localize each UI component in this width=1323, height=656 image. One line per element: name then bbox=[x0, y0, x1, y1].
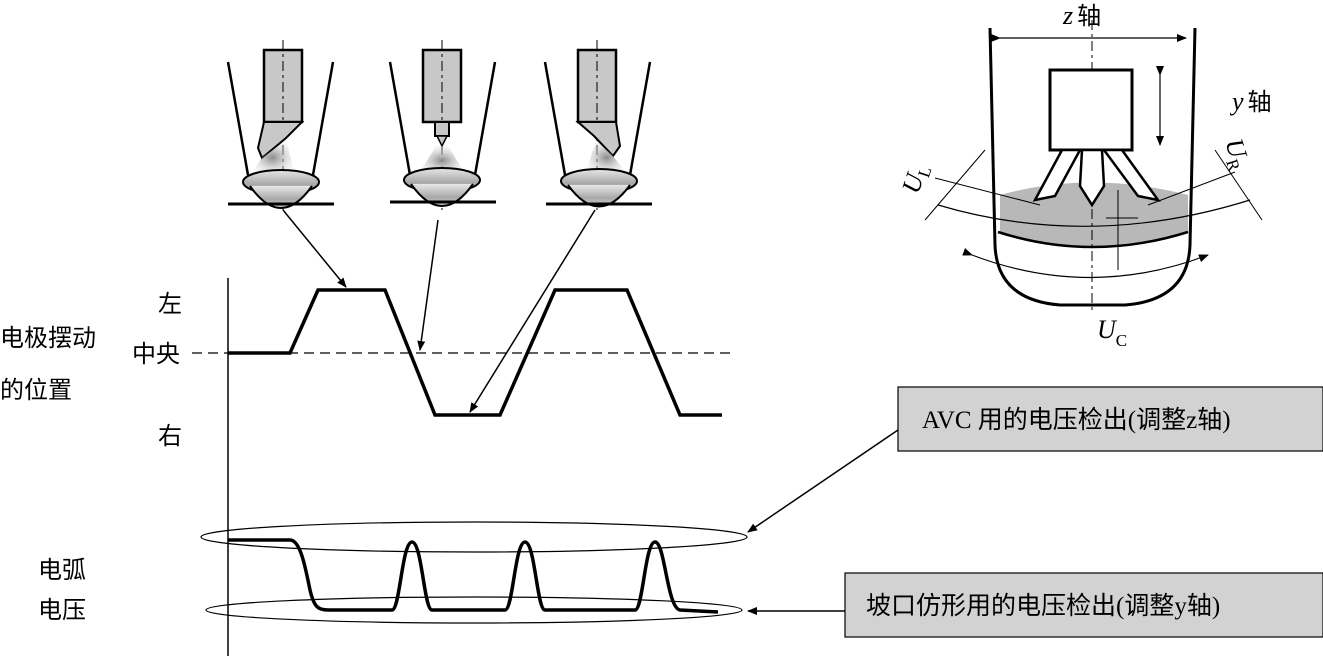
svg-text:UL: UL bbox=[896, 160, 935, 198]
avc-callout-box bbox=[897, 386, 1323, 452]
avc-callout-text: AVC 用的电压检出(调整z轴) bbox=[922, 406, 1231, 434]
position-axis-label-line1: 电极摆动 bbox=[0, 324, 96, 352]
groove-section-schematic bbox=[924, 20, 1263, 310]
position-axis-label-line2: 的位置 bbox=[0, 376, 72, 404]
tick-left: 左 bbox=[158, 290, 182, 318]
tick-right: 右 bbox=[158, 422, 182, 450]
voltage-axis-label-line2: 电压 bbox=[38, 596, 86, 624]
uc-label: UC bbox=[1097, 315, 1127, 350]
ur-label: UR bbox=[1216, 135, 1256, 174]
leader-arrow-left bbox=[282, 209, 347, 288]
avc-callout-arrow bbox=[747, 429, 899, 533]
ul-label: UL bbox=[896, 160, 935, 198]
avc-detect-ellipse bbox=[200, 521, 748, 553]
torch-right bbox=[543, 40, 652, 210]
leader-arrow-right bbox=[469, 209, 596, 413]
voltage-axis-label-line1: 电弧 bbox=[38, 556, 86, 584]
groove-detect-ellipse bbox=[205, 596, 743, 624]
torch-left bbox=[226, 40, 335, 210]
leader-arrow-center bbox=[417, 219, 439, 351]
groove-callout-box bbox=[844, 572, 1323, 638]
electrode-position-waveform bbox=[228, 288, 722, 417]
tick-center: 中央 bbox=[132, 340, 180, 368]
svg-text:UR: UR bbox=[1216, 135, 1256, 174]
groove-callout-text: 坡口仿形用的电压检出(调整y轴) bbox=[866, 592, 1220, 620]
torch-center bbox=[388, 40, 497, 210]
arc-voltage-waveform bbox=[228, 538, 719, 614]
